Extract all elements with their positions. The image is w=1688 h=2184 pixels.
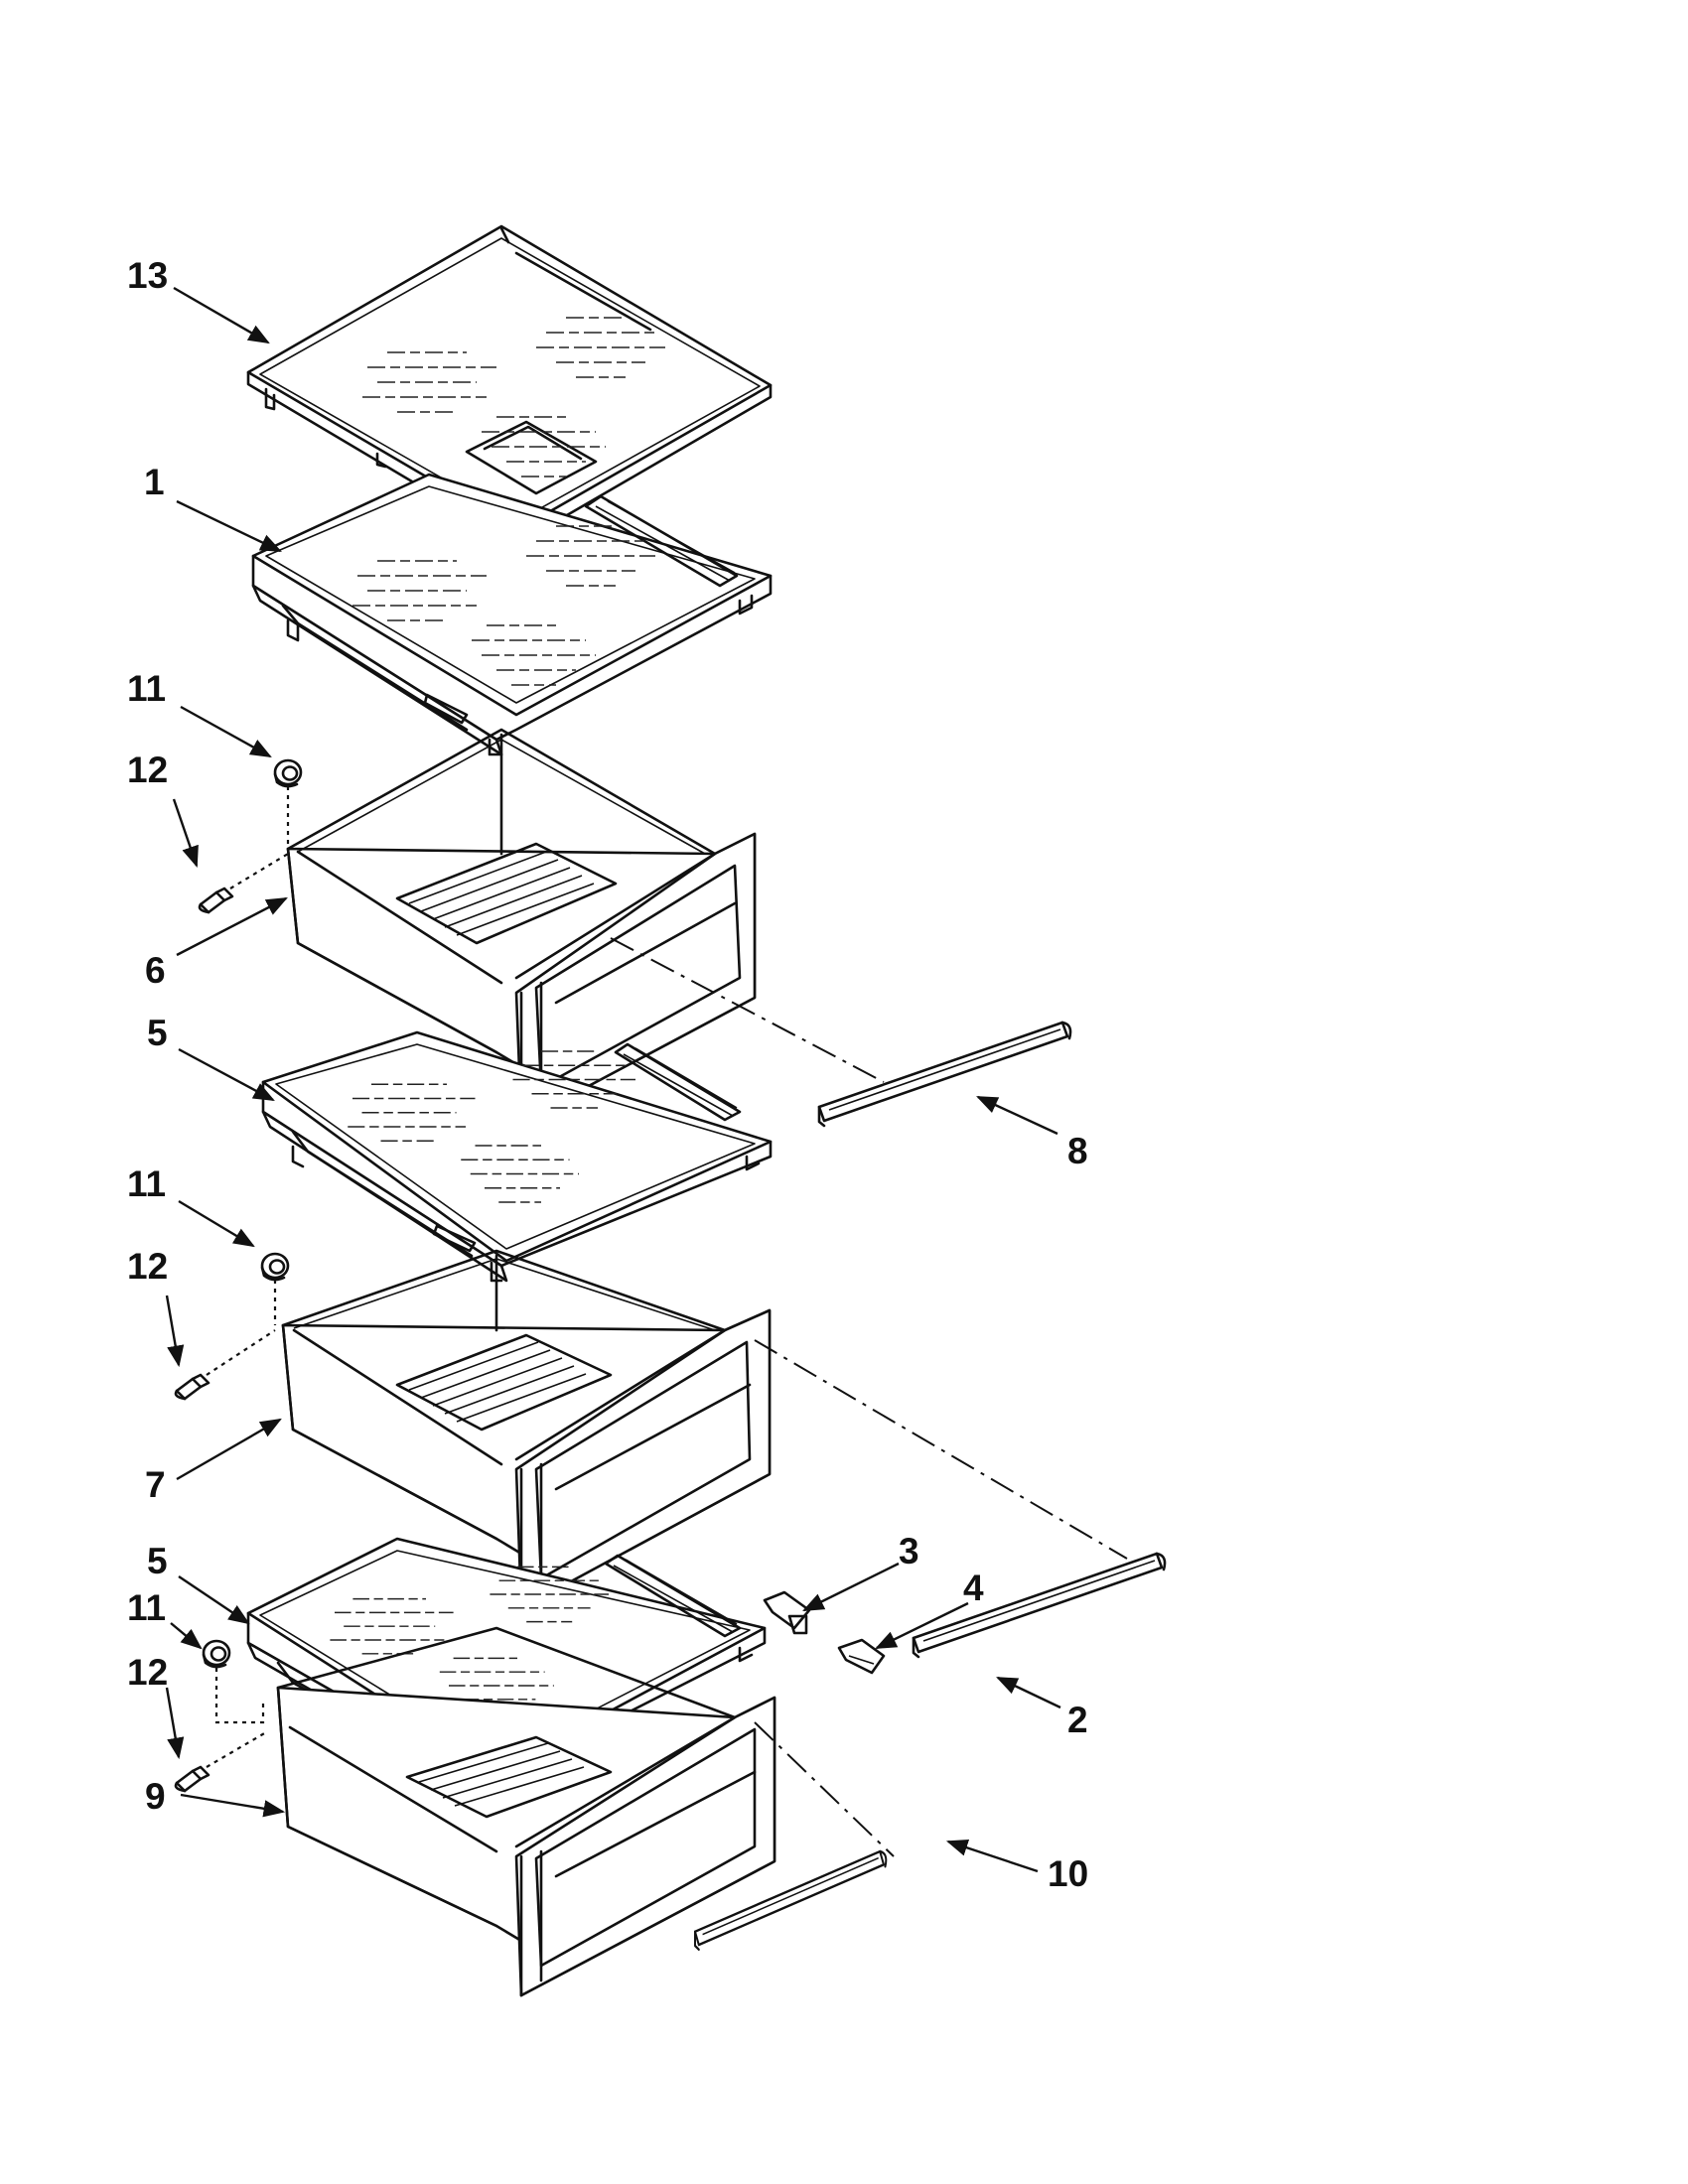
callout-5-lower: 5 xyxy=(147,1541,168,1581)
callout-10: 10 xyxy=(1048,1853,1088,1894)
callout-11-upper: 11 xyxy=(127,668,166,709)
callout-2: 2 xyxy=(1067,1700,1088,1740)
rail-2 xyxy=(912,1552,1167,1659)
cap-11-lower xyxy=(202,1639,231,1669)
cap-11-upper xyxy=(273,758,303,788)
part-4-bracket xyxy=(837,1638,886,1675)
leaders xyxy=(165,286,1061,1873)
drawer-7 xyxy=(281,1249,772,1610)
cap-11-middle xyxy=(260,1252,290,1282)
alignment-line-8 xyxy=(610,937,885,1083)
callout-11-lower: 11 xyxy=(127,1587,166,1628)
alignment-line-10 xyxy=(754,1721,895,1857)
pin-12-upper xyxy=(198,887,234,914)
shelf-13 xyxy=(246,224,773,546)
pin-12-middle xyxy=(174,1373,211,1401)
callout-13: 13 xyxy=(127,255,168,296)
callout-5-upper: 5 xyxy=(147,1013,168,1053)
callout-1: 1 xyxy=(144,462,165,502)
callout-7: 7 xyxy=(145,1464,166,1505)
callout-4: 4 xyxy=(963,1568,984,1608)
alignment-line-2 xyxy=(754,1339,1128,1560)
callout-12-middle: 12 xyxy=(127,1246,168,1287)
pin-12-lower xyxy=(174,1765,211,1793)
callout-11-middle: 11 xyxy=(127,1163,166,1204)
shelf-5-upper xyxy=(261,1030,773,1283)
callout-12-upper: 12 xyxy=(127,750,168,790)
callout-6: 6 xyxy=(145,950,166,991)
part-3-bracket xyxy=(763,1590,811,1635)
rail-8 xyxy=(817,1021,1072,1128)
shelf-1 xyxy=(251,473,773,756)
callout-3: 3 xyxy=(899,1531,919,1571)
drawer-9 xyxy=(276,1626,776,1997)
callout-8: 8 xyxy=(1067,1131,1088,1171)
callout-9: 9 xyxy=(145,1776,166,1817)
callout-12-lower: 12 xyxy=(127,1652,168,1693)
